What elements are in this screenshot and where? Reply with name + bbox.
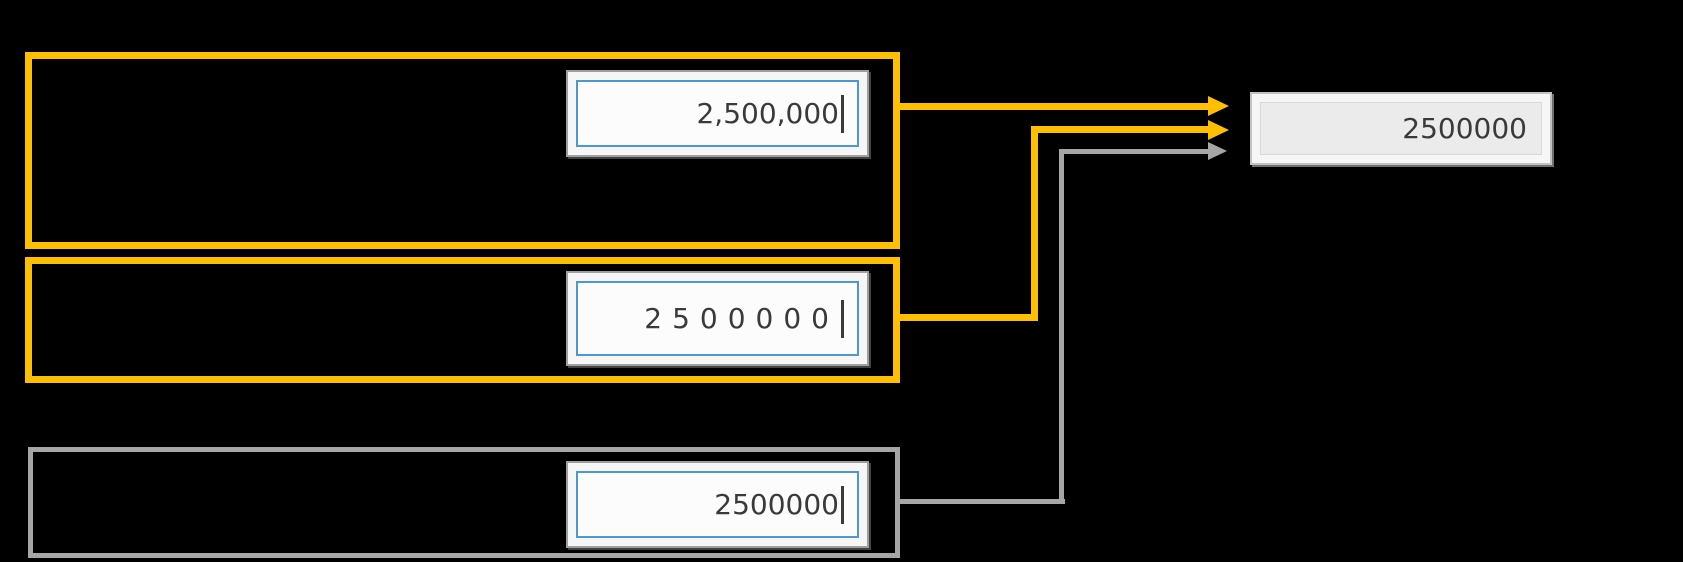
arrow-right-icon (1208, 96, 1229, 116)
plain-value-text: 2500000 (714, 488, 839, 521)
spaced-value-text: 2500000 (644, 302, 839, 335)
spaced-value-input[interactable]: 2500000 (566, 271, 869, 366)
arrow-line-plain-to-target (1059, 149, 1209, 154)
spaced-value-input-inner: 2500000 (576, 281, 859, 356)
text-caret (841, 299, 844, 338)
source-group-plain: 2500000 (28, 447, 900, 558)
grouped-value-text: 2,500,000 (696, 97, 839, 130)
source-group-spaced: 2500000 (25, 257, 900, 383)
arrow-right-icon (1208, 142, 1227, 160)
grouped-value-input-inner: 2,500,000 (576, 80, 859, 147)
arrow-line-plain-to-target (900, 499, 1065, 504)
arrow-right-icon (1208, 120, 1229, 140)
arrow-line-plain-to-target (1059, 149, 1064, 504)
source-group-grouped: 2,500,000 (25, 52, 900, 249)
text-caret (841, 94, 844, 133)
target-field[interactable]: 2500000 (1250, 92, 1552, 165)
plain-value-input-inner: 2500000 (576, 471, 859, 538)
arrow-line-spaced-to-target (900, 314, 1038, 321)
target-value-text: 2500000 (1402, 112, 1527, 145)
arrow-line-grouped-to-target (900, 103, 1209, 110)
grouped-value-input[interactable]: 2,500,000 (566, 70, 869, 157)
arrow-line-spaced-to-target (1031, 126, 1038, 321)
plain-value-input[interactable]: 2500000 (566, 461, 869, 548)
arrow-line-spaced-to-target (1031, 126, 1209, 133)
target-field-inner: 2500000 (1260, 102, 1542, 155)
text-caret (841, 485, 844, 524)
